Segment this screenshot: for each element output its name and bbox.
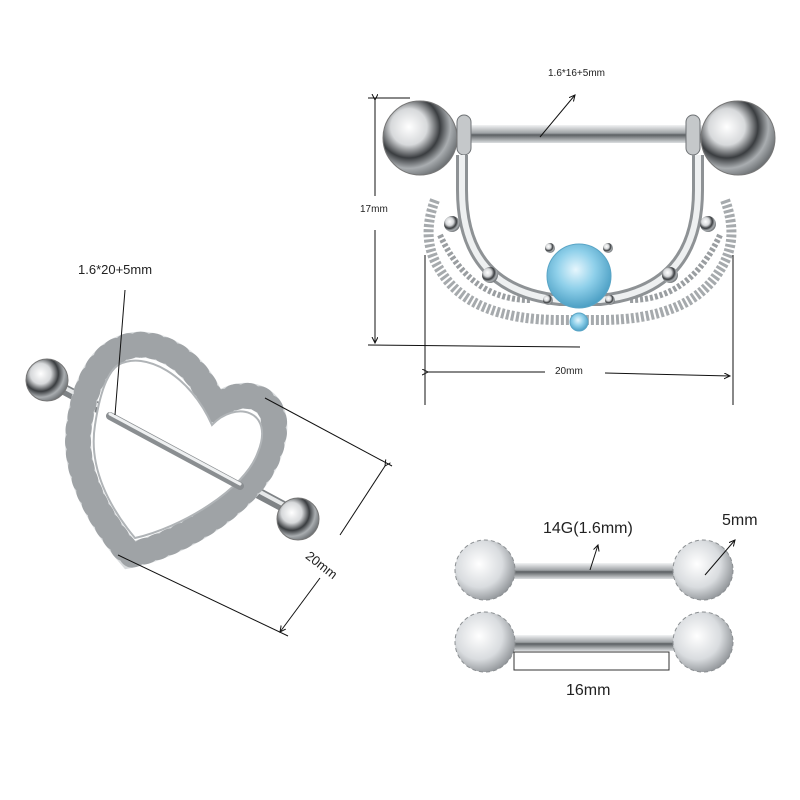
- barbell-length-label: 16mm: [566, 682, 611, 699]
- shield-drop-bar-size-label: 1.6*16+5mm: [548, 68, 605, 79]
- barbell-gauge-label: 14G(1.6mm): [543, 520, 633, 537]
- heart-shield-dimension-lines: [114, 289, 393, 637]
- shield-drop-piercing: [382, 100, 776, 332]
- heart-shield-bar-size-label: 1.6*20+5mm: [78, 262, 153, 277]
- blue-gem-large: [546, 243, 612, 309]
- barbell-dimension-lines: [589, 540, 735, 576]
- shield-drop-height-label: 17mm: [360, 204, 388, 215]
- shield-drop-width-label: 20mm: [555, 366, 583, 377]
- blue-gem-small: [569, 312, 589, 332]
- shield-drop-dimension-lines: [367, 95, 734, 405]
- crystal-ball-barbells: [454, 539, 734, 673]
- barbell-ball-size-label: 5mm: [722, 512, 758, 529]
- heart-shield-piercing: [25, 331, 320, 570]
